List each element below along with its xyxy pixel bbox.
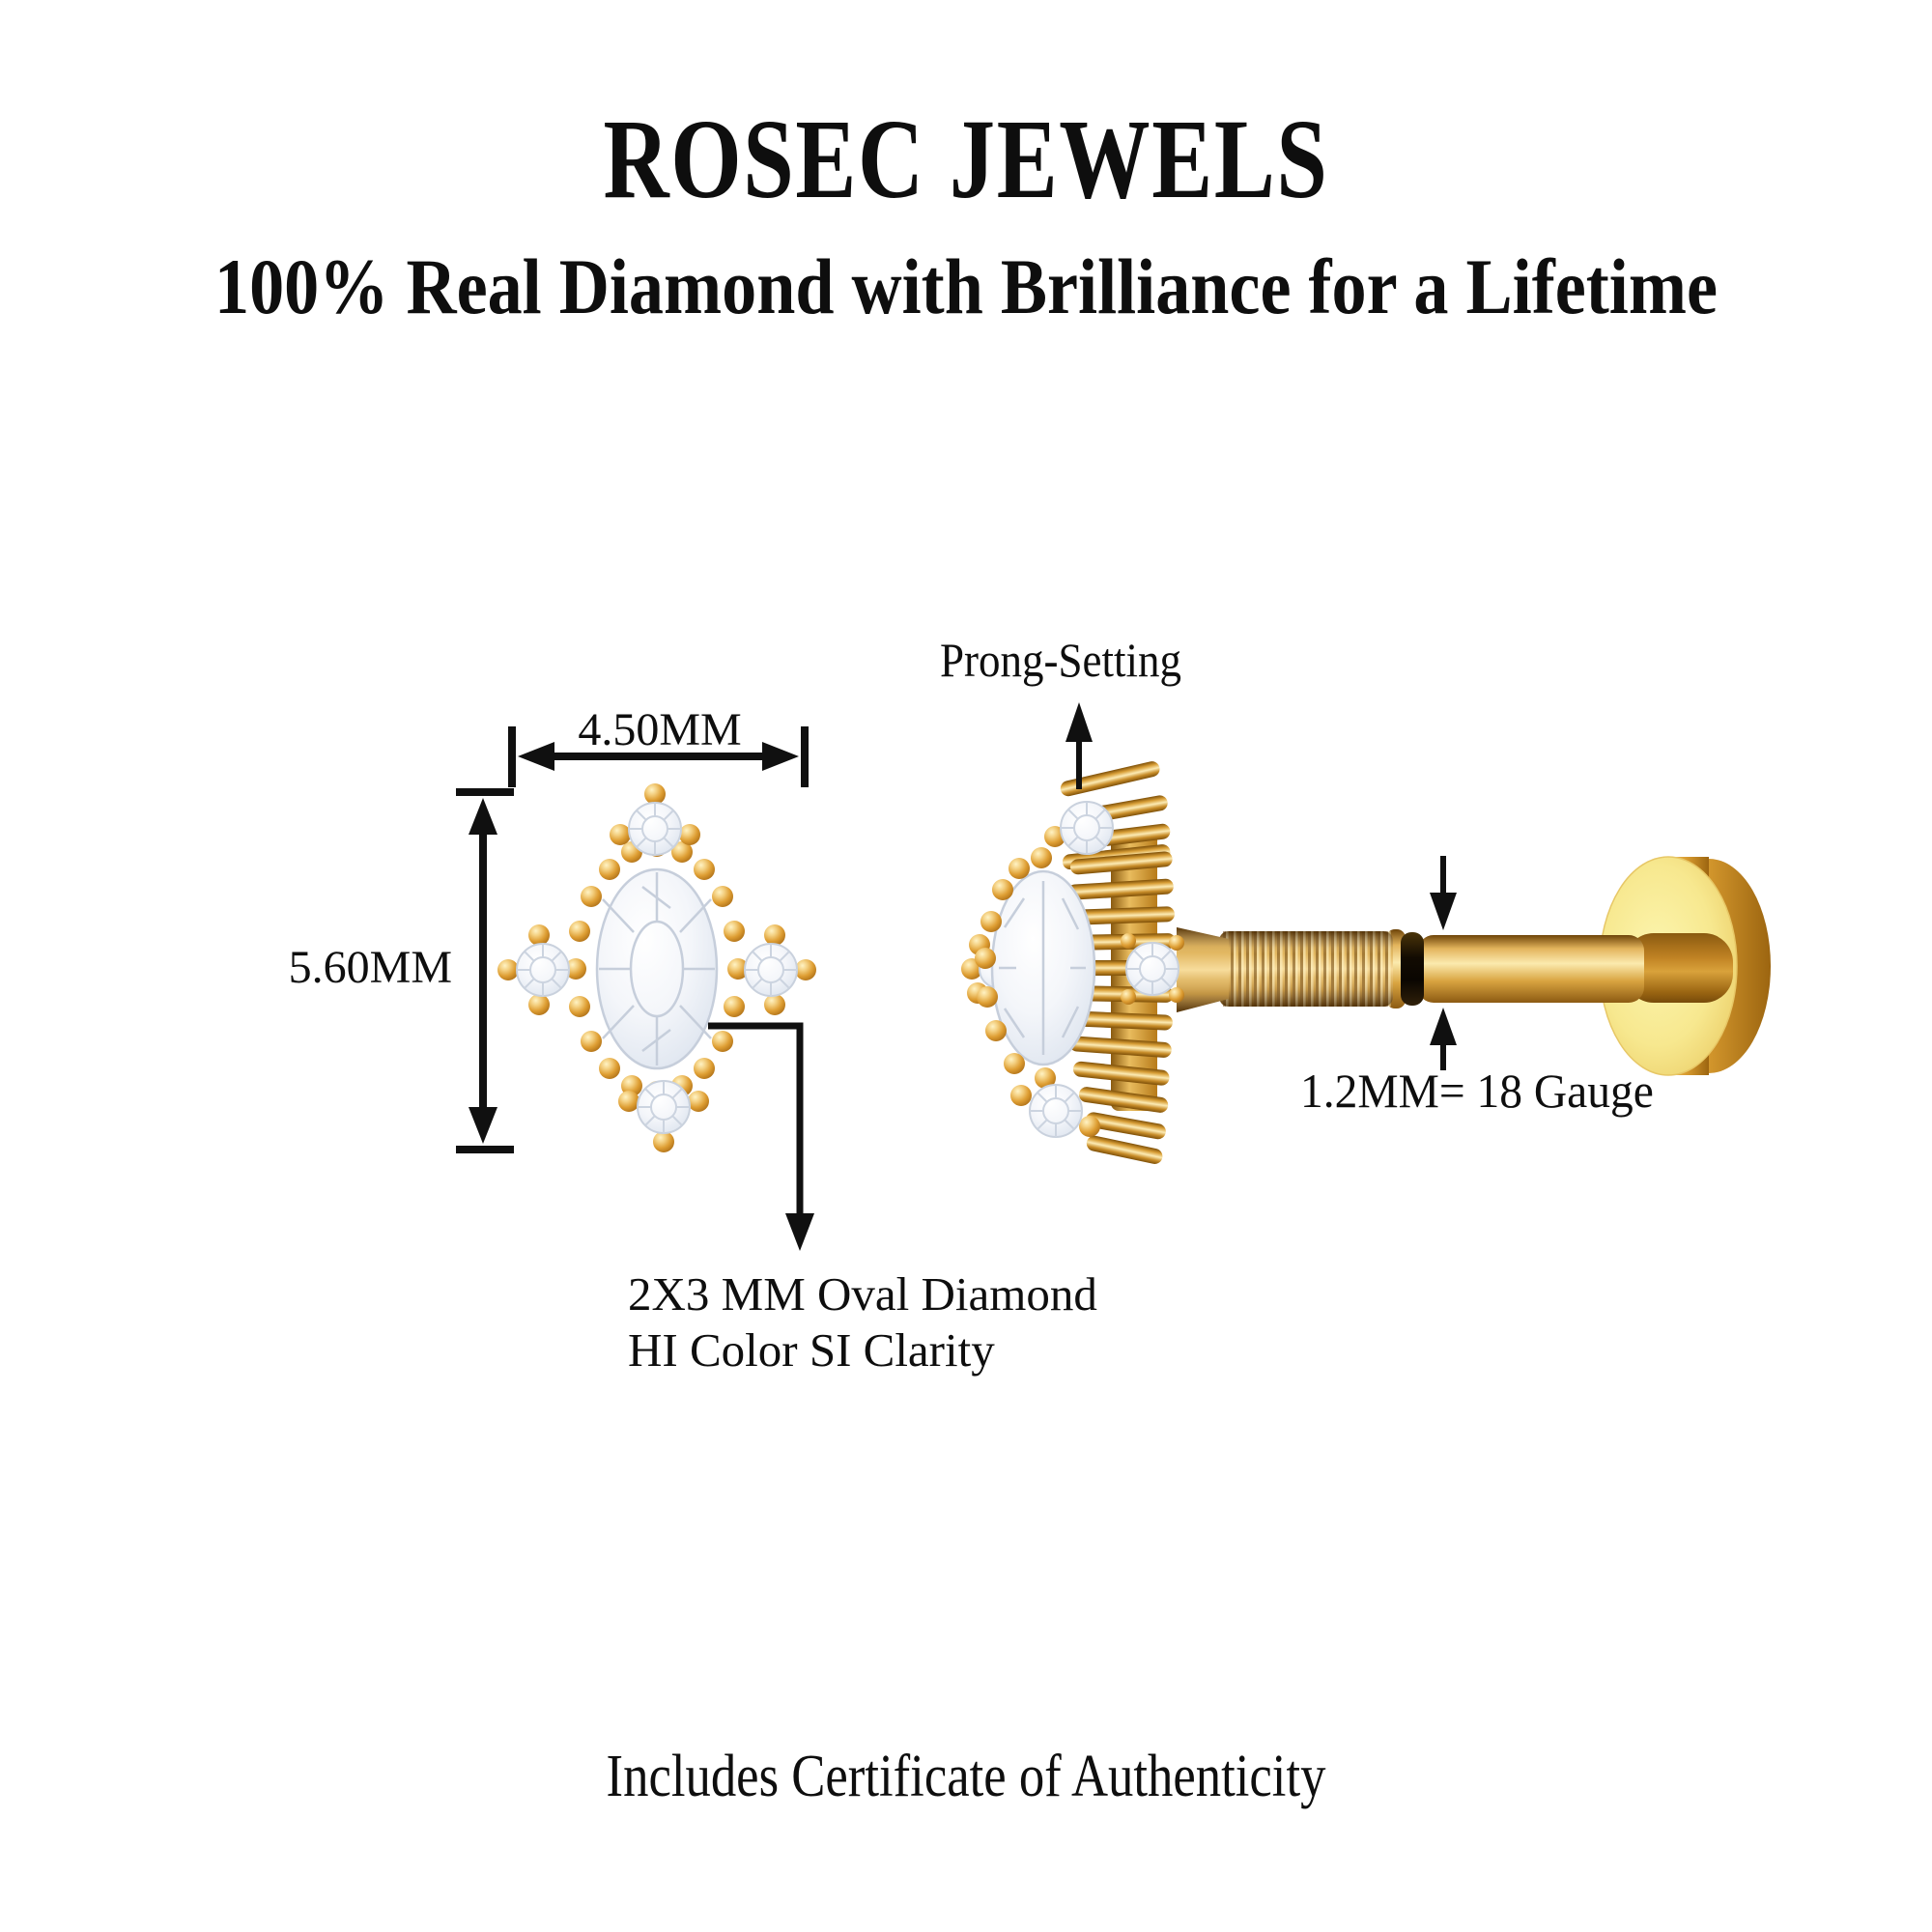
black-o-ring: [1401, 932, 1424, 1006]
stone-note-line2: HI Color SI Clarity: [628, 1322, 995, 1377]
side-view-earring: [961, 761, 1771, 1164]
side-center-stone: [975, 847, 1096, 1089]
gauge-up-arrow: [1430, 1008, 1457, 1070]
height-dimension-label: 5.60MM: [288, 942, 452, 993]
side-accent-diamond-top: [1044, 801, 1114, 855]
prong-setting-arrow: [1065, 702, 1093, 789]
front-accent-diamond-right: [744, 924, 816, 1015]
tagline: 100% Real Diamond with Brilliance for a …: [214, 242, 1718, 330]
prong-setting-label: Prong-Setting: [940, 633, 1182, 687]
stone-note: 2X3 MM Oval Diamond HI Color SI Clarity: [628, 1266, 1097, 1378]
width-dimension-label: 4.50MM: [578, 704, 742, 755]
width-dimension-arrow: [508, 726, 809, 787]
side-accent-diamond-right: [1121, 933, 1184, 1005]
front-accent-diamond-bottom: [618, 1080, 709, 1152]
front-accent-diamond-top: [610, 783, 700, 856]
front-center-oval-diamond: [595, 867, 719, 1070]
gauge-label: 1.2MM= 18 Gauge: [1300, 1064, 1654, 1118]
prong-head: [961, 761, 1184, 1164]
front-accent-diamond-left: [497, 924, 570, 1015]
post-shaft: [1418, 935, 1644, 1003]
annotations: [456, 702, 1457, 1251]
brand-title: ROSEC JEWELS: [603, 96, 1329, 222]
stone-note-leader-arrow: [708, 1022, 814, 1251]
front-view-earring: [497, 783, 816, 1152]
certificate-note: Includes Certificate of Authenticity: [606, 1744, 1326, 1809]
stone-note-line1: 2X3 MM Oval Diamond: [628, 1267, 1097, 1321]
labret-disc-back: [1599, 856, 1771, 1076]
height-dimension-arrow: [456, 788, 514, 1153]
threaded-coil: [1177, 927, 1393, 1012]
gauge-down-arrow: [1430, 856, 1457, 930]
